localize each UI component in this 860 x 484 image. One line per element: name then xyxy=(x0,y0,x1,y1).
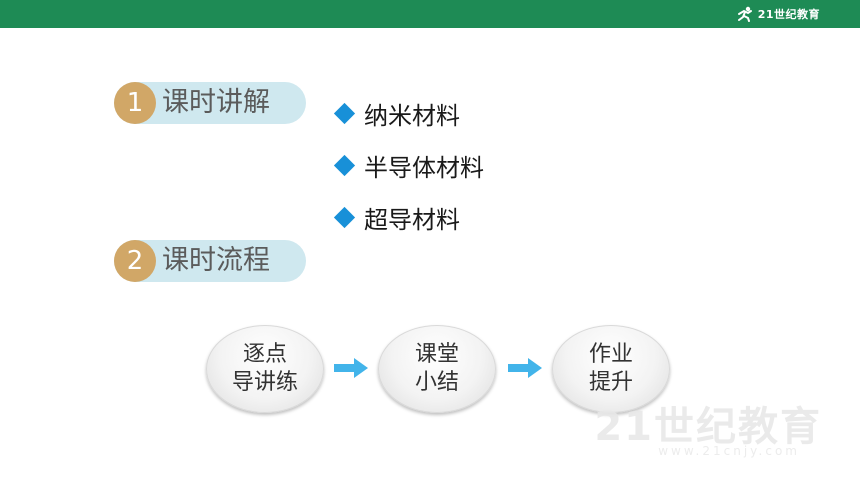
topic-item-superconductor[interactable]: 超导材料 xyxy=(333,192,484,242)
process-flow: 逐点 导讲练 课堂 小结 作业 提升 xyxy=(206,325,676,415)
diamond-icon xyxy=(333,206,356,228)
arrow-right-icon xyxy=(334,358,368,378)
flow-step-summary[interactable]: 课堂 小结 xyxy=(378,325,496,413)
section-2-process: 2 课时流程 xyxy=(114,240,306,282)
section-title-lecture: 课时讲解 xyxy=(162,87,270,118)
flow-step-line: 小结 xyxy=(414,370,459,395)
topic-label: 超导材料 xyxy=(364,205,460,234)
flow-step-line: 提升 xyxy=(588,370,633,395)
topic-item-nano[interactable]: 纳米材料 xyxy=(333,88,484,138)
watermark-logo: 21世纪教育 xyxy=(594,404,822,450)
flow-step-line: 作业 xyxy=(588,342,633,367)
flow-step-line: 课堂 xyxy=(414,342,459,367)
section-number-1: 1 xyxy=(114,82,156,124)
topic-label: 半导体材料 xyxy=(364,153,484,182)
arrow-right-icon xyxy=(508,358,542,378)
flow-step-line: 导讲练 xyxy=(231,370,298,395)
topic-item-semiconductor[interactable]: 半导体材料 xyxy=(333,140,484,190)
diamond-icon xyxy=(333,102,356,124)
runner-logo-icon xyxy=(737,6,752,22)
flow-step-practice[interactable]: 逐点 导讲练 xyxy=(206,325,324,413)
topic-label: 纳米材料 xyxy=(364,101,460,130)
topic-list: 纳米材料 半导体材料 超导材料 xyxy=(333,88,484,244)
brand-text: 21世纪教育 xyxy=(757,8,820,21)
brand-logo: 21世纪教育 xyxy=(736,3,820,25)
diamond-icon xyxy=(333,154,356,176)
watermark-url: www.21cnjy.com xyxy=(658,444,800,458)
section-title-process: 课时流程 xyxy=(162,245,270,276)
section-1-lecture: 1 课时讲解 xyxy=(114,82,306,124)
flow-step-line: 逐点 xyxy=(242,342,287,367)
flow-step-homework[interactable]: 作业 提升 xyxy=(552,325,670,413)
top-bar: 21世纪教育 xyxy=(0,0,860,28)
section-number-2: 2 xyxy=(114,240,156,282)
